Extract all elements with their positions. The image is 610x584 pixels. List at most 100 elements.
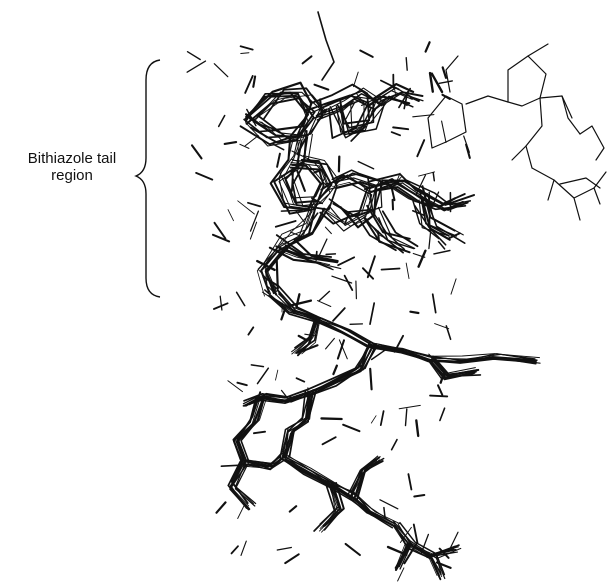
bond-stub	[319, 98, 324, 119]
bond-chain	[293, 238, 339, 263]
bond-stub	[355, 280, 357, 300]
bond-chain	[377, 206, 416, 249]
conformer-overlay	[186, 11, 541, 582]
bond-stub	[392, 176, 402, 187]
bond-chain	[268, 294, 373, 350]
bond-stub	[274, 220, 297, 228]
bond-chain	[349, 460, 378, 500]
bond-stub	[186, 51, 201, 61]
bond-stub	[289, 231, 302, 237]
bond-chain	[236, 391, 283, 466]
bond-chain	[411, 199, 440, 240]
bond-stub	[260, 124, 278, 131]
bond-chain	[264, 200, 315, 286]
bond-stub	[236, 381, 248, 387]
bond-chain	[394, 544, 412, 569]
bond-stub	[370, 415, 377, 424]
bond-chain	[394, 524, 442, 581]
bond-stub	[432, 171, 436, 182]
bond-stub	[213, 63, 229, 78]
bond-chain	[353, 459, 381, 501]
bond-stub	[417, 249, 427, 268]
bond-stub	[186, 60, 207, 73]
bond-stub	[343, 274, 354, 291]
bond-stub	[438, 80, 453, 85]
tail-conformer	[427, 43, 607, 221]
conformer	[229, 96, 537, 580]
bond-stub	[239, 143, 250, 149]
bond-chain	[236, 396, 285, 471]
bond-stub	[336, 339, 346, 360]
bond-stub	[275, 369, 279, 381]
bond-stub	[438, 547, 450, 559]
bond-stub	[321, 436, 337, 446]
bond-stub	[324, 226, 332, 235]
bond-stub	[424, 41, 431, 53]
bond-stub	[434, 323, 450, 330]
bond-stub	[342, 423, 361, 433]
bond-stub	[344, 542, 361, 557]
bond-stub	[220, 464, 242, 468]
bond-stub	[212, 302, 229, 310]
bond-stub	[412, 523, 419, 545]
bond-stub	[407, 473, 413, 491]
bond-chain	[372, 83, 415, 100]
bond-chain	[276, 289, 375, 345]
bond-stub	[435, 561, 452, 569]
bond-stub	[337, 256, 356, 267]
bond-stub	[256, 259, 276, 272]
bond-stub	[295, 377, 306, 383]
conformer	[227, 91, 535, 576]
bond-stub	[213, 221, 227, 240]
bond-stub	[246, 108, 257, 127]
bond-stub	[389, 183, 396, 202]
bond-chain	[283, 455, 396, 525]
bond-stub	[392, 126, 410, 131]
bond-stub	[280, 389, 289, 400]
bond-chain	[273, 140, 325, 215]
bond-stub	[320, 417, 343, 421]
bond-stub	[363, 90, 382, 107]
bond-stub	[383, 506, 386, 518]
bond-stub	[315, 250, 318, 261]
bond-stub	[244, 75, 254, 94]
bond-chain	[283, 394, 312, 459]
bond-stub	[418, 171, 436, 177]
bond-stub	[437, 384, 444, 396]
bond-stub	[339, 100, 354, 114]
bond-stub	[345, 101, 356, 120]
bond-chain	[321, 484, 341, 533]
bond-stub	[237, 504, 246, 519]
bond-stub	[344, 211, 351, 225]
bond-stub	[398, 87, 412, 109]
bond-stub	[296, 138, 307, 156]
bond-stub	[397, 567, 405, 582]
bond-chain	[397, 523, 442, 575]
bond-stub	[465, 143, 471, 159]
bond-stub	[259, 129, 280, 133]
bond-chain	[332, 172, 384, 218]
bond-stub	[420, 533, 430, 555]
bond-stub	[338, 339, 348, 360]
bond-stub	[237, 200, 255, 215]
bond-stub	[379, 499, 399, 510]
bond-stub	[276, 546, 292, 551]
bond-chain	[324, 183, 373, 232]
bond-chain	[282, 458, 394, 529]
bond-chain	[284, 393, 310, 459]
bond-stub	[280, 308, 287, 321]
bond-stub	[399, 526, 412, 543]
bond-stub	[398, 404, 421, 410]
bond-stub	[239, 45, 254, 51]
bond-stub	[441, 66, 448, 79]
bond-stub	[262, 275, 279, 287]
bond-stub	[195, 171, 214, 181]
bond-stub	[448, 531, 459, 551]
bond-stub	[463, 135, 470, 153]
bond-stub	[380, 267, 401, 271]
bond-stub	[437, 240, 446, 250]
bond-chain	[278, 248, 334, 271]
bond-stub	[315, 108, 328, 118]
bond-stub	[377, 230, 380, 243]
bond-chain	[429, 359, 475, 380]
